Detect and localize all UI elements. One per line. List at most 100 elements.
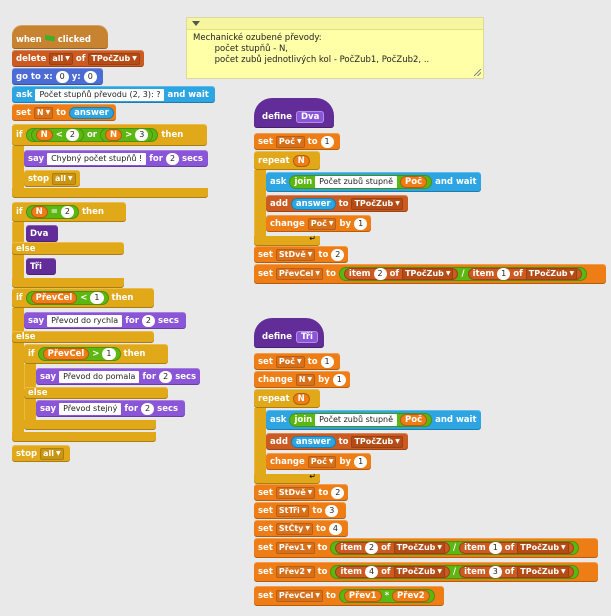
variable-dropdown[interactable]: Přev2▼ — [275, 566, 315, 578]
variable-reporter-n[interactable]: N — [105, 129, 123, 141]
note-titlebar[interactable] — [187, 18, 483, 30]
ask-and-wait-block[interactable]: ask join Počet zubů stupně Poč and wait — [266, 172, 481, 192]
define-dva-hat[interactable]: define Dva — [254, 98, 334, 128]
if-else-block[interactable]: if PřevCel < 1 then — [12, 288, 154, 308]
variable-reporter-prev1[interactable]: Přev1 — [343, 590, 382, 602]
secs-input[interactable]: 2 — [165, 152, 180, 165]
number-input[interactable]: 2 — [65, 129, 79, 141]
collapse-arrow-icon[interactable] — [192, 21, 200, 26]
set-variable-block[interactable]: set PřevCel▼ to item 2 of TPočZub▼ / ite… — [254, 264, 606, 284]
variable-dropdown[interactable]: Poč▼ — [307, 455, 337, 468]
variable-dropdown[interactable]: N▼ — [33, 106, 54, 119]
variable-dropdown[interactable]: StTři▼ — [275, 504, 310, 517]
index-input[interactable]: 2 — [365, 542, 379, 554]
set-variable-block[interactable]: set Přev2▼ to item 4 of TPočZub▼ / item … — [254, 562, 598, 582]
procedure-prototype[interactable]: Tři — [295, 331, 318, 343]
procedure-prototype[interactable]: Dva — [295, 111, 325, 123]
variable-dropdown[interactable]: PřevCel▼ — [275, 268, 324, 280]
say-for-secs-block[interactable]: say Převod stejný for 2 secs — [36, 400, 185, 417]
call-tri-block[interactable]: Tři — [26, 258, 56, 275]
secs-input[interactable]: 2 — [159, 370, 173, 383]
delete-item-dropdown[interactable]: all▼ — [49, 52, 73, 65]
greater-than-operator[interactable]: PřevCel > 1 — [37, 347, 121, 361]
join-text-input[interactable]: Počet zubů stupně — [315, 176, 398, 188]
index-input[interactable]: 1 — [488, 542, 502, 554]
item-of-list-reporter[interactable]: item 2 of TPočZub▼ — [335, 542, 450, 554]
multiply-operator[interactable]: Přev1 * Přev2 — [338, 589, 435, 603]
index-input[interactable]: 3 — [488, 566, 502, 578]
add-to-list-block[interactable]: add answer to TPočZub▼ — [266, 433, 408, 450]
list-dropdown[interactable]: TPočZub▼ — [517, 566, 569, 578]
variable-dropdown[interactable]: StČty▼ — [275, 522, 314, 535]
set-variable-block[interactable]: set PřevCel▼ to Přev1 * Přev2 — [254, 586, 444, 606]
list-dropdown[interactable]: TPočZub▼ — [351, 197, 403, 210]
repeat-block[interactable]: repeat N — [254, 389, 320, 408]
answer-reporter[interactable]: answer — [69, 106, 114, 119]
set-variable-block[interactable]: set Poč▼ to 1 — [254, 133, 340, 150]
item-of-list-reporter[interactable]: item 2 of TPočZub▼ — [343, 268, 459, 280]
say-text-input[interactable]: Chybný počet stupňů ! — [47, 152, 147, 165]
less-than-operator[interactable]: PřevCel < 1 — [25, 291, 109, 305]
variable-dropdown[interactable]: Poč▼ — [275, 355, 305, 368]
join-operator[interactable]: join Počet zubů stupně Poč — [289, 175, 433, 189]
value-input[interactable]: 3 — [325, 504, 339, 517]
variable-reporter-prevcel[interactable]: PřevCel — [30, 292, 78, 304]
ask-and-wait-block[interactable]: ask join Počet zubů stupně Poč and wait — [266, 410, 481, 430]
variable-dropdown[interactable]: Přev1▼ — [275, 542, 315, 554]
say-text-input[interactable]: Převod do pomala — [59, 370, 140, 383]
say-for-secs-block[interactable]: say Převod do rychla for 2 secs — [24, 312, 186, 329]
when-flag-clicked-block[interactable]: when clicked — [12, 25, 108, 49]
number-input[interactable]: 1 — [102, 348, 116, 360]
set-variable-block[interactable]: set StDvě▼ to 2 — [254, 246, 348, 263]
x-input[interactable]: 0 — [55, 70, 69, 83]
answer-reporter[interactable]: answer — [290, 197, 336, 210]
if-block[interactable]: if N < 2 or N > 3 then — [12, 124, 207, 146]
item-of-list-reporter[interactable]: item 1 of TPočZub▼ — [467, 268, 583, 280]
index-input[interactable]: 2 — [373, 268, 387, 280]
list-dropdown[interactable]: TPočZub▼ — [402, 268, 454, 280]
stop-block[interactable]: stop all▼ — [24, 170, 80, 187]
set-variable-block[interactable]: set Poč▼ to 1 — [254, 353, 340, 370]
variable-reporter-n[interactable]: N — [292, 392, 310, 405]
if-else-block[interactable]: if PřevCel > 1 then — [24, 344, 168, 364]
variable-dropdown[interactable]: StDvě▼ — [275, 248, 316, 261]
variable-reporter-prev2[interactable]: Přev2 — [392, 590, 430, 602]
say-text-input[interactable]: Převod do rychla — [47, 314, 123, 327]
equals-operator[interactable]: N = 2 — [25, 205, 79, 219]
set-variable-block[interactable]: set StDvě▼ to 2 — [254, 484, 348, 501]
or-operator[interactable]: N < 2 or N > 3 — [25, 128, 159, 142]
list-dropdown[interactable]: TPočZub▼ — [393, 542, 445, 554]
say-for-secs-block[interactable]: say Chybný počet stupňů ! for 2 secs — [24, 150, 208, 167]
variable-reporter-poc[interactable]: Poč — [400, 414, 428, 426]
go-to-xy-block[interactable]: go to x: 0 y: 0 — [12, 68, 103, 85]
variable-reporter-poc[interactable]: Poč — [400, 176, 428, 188]
call-dva-block[interactable]: Dva — [26, 225, 58, 242]
divide-operator[interactable]: item 2 of TPočZub▼ / item 1 of TPočZub▼ — [338, 267, 588, 281]
join-text-input[interactable]: Počet zubů stupně — [315, 414, 398, 426]
value-input[interactable]: 1 — [320, 355, 334, 368]
item-of-list-reporter[interactable]: item 4 of TPočZub▼ — [335, 566, 450, 578]
item-of-list-reporter[interactable]: item 1 of TPočZub▼ — [459, 542, 574, 554]
define-tri-hat[interactable]: define Tři — [254, 318, 324, 348]
number-input[interactable]: 3 — [135, 129, 149, 141]
change-variable-block[interactable]: change Poč▼ by 1 — [266, 215, 371, 232]
set-variable-block[interactable]: set N▼ to answer — [12, 104, 116, 121]
ask-and-wait-block[interactable]: ask Počet stupňů převodu (2, 3): ? and w… — [12, 86, 215, 103]
comment-note[interactable]: Mechanické ozubené převody: počet stupňů… — [186, 17, 484, 79]
stop-option-dropdown[interactable]: all▼ — [40, 447, 64, 460]
variable-dropdown[interactable]: N▼ — [295, 373, 316, 386]
variable-reporter-prevcel[interactable]: PřevCel — [42, 348, 90, 360]
if-else-block[interactable]: if N = 2 then — [12, 202, 126, 222]
divide-operator[interactable]: item 4 of TPočZub▼ / item 3 of TPočZub▼ — [330, 565, 579, 579]
set-variable-block[interactable]: set StTři▼ to 3 — [254, 502, 346, 519]
variable-dropdown[interactable]: Poč▼ — [307, 217, 337, 230]
list-dropdown[interactable]: TPočZub▼ — [88, 52, 140, 65]
stop-block[interactable]: stop all▼ — [12, 445, 70, 462]
repeat-block[interactable]: repeat N — [254, 151, 320, 170]
list-dropdown[interactable]: TPočZub▼ — [351, 435, 403, 448]
variable-reporter-n[interactable]: N — [292, 154, 310, 167]
change-variable-block[interactable]: change N▼ by 1 — [254, 371, 350, 388]
less-than-operator[interactable]: N < 2 — [30, 128, 84, 142]
value-input[interactable]: 1 — [332, 373, 346, 386]
